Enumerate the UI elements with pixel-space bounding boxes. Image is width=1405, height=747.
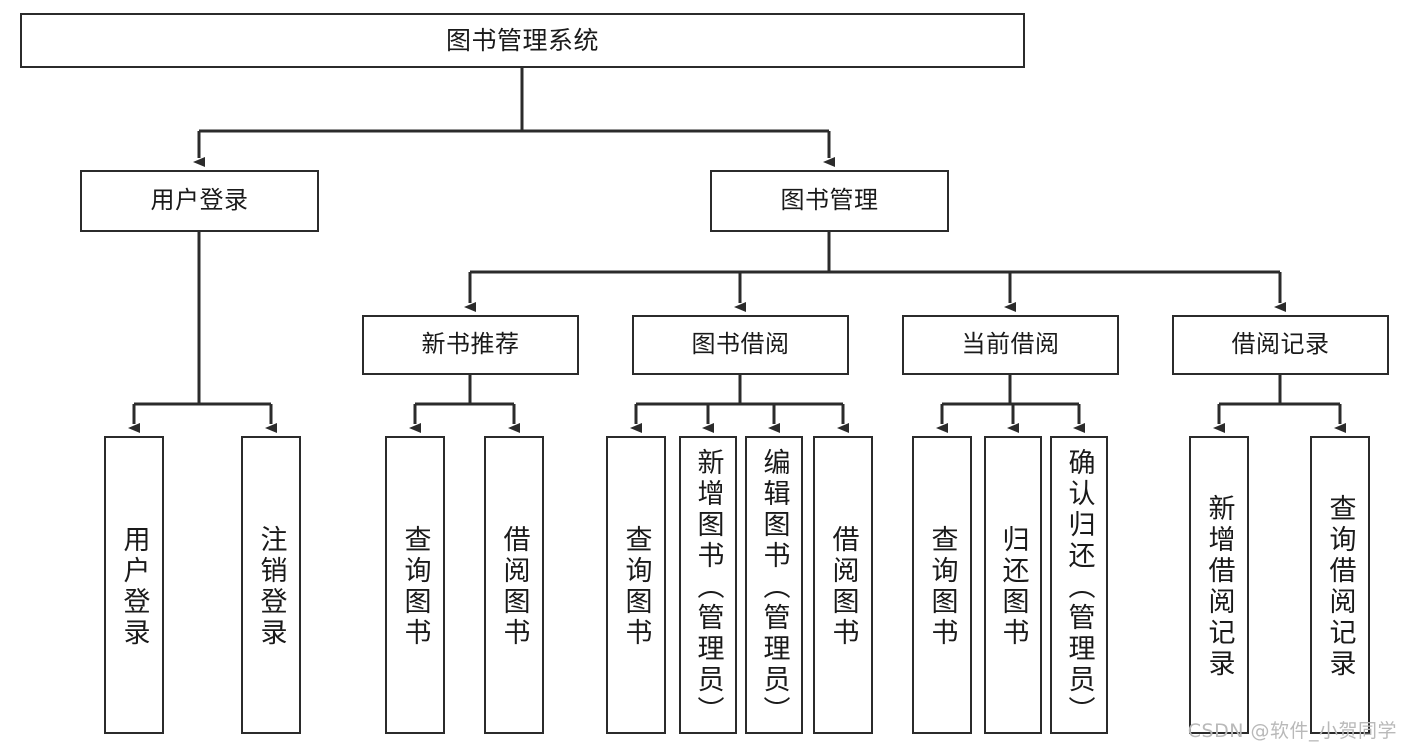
node-user-login[interactable]: 用户登录 bbox=[80, 170, 319, 232]
node-borrow-record-label: 借阅记录 bbox=[1231, 330, 1330, 359]
node-leaf-confirm-return-admin[interactable]: 确认归还（管理员） bbox=[1050, 436, 1108, 734]
node-root[interactable]: 图书管理系统 bbox=[20, 13, 1025, 68]
node-leaf-borrow-book-bor-label: 借阅图书 bbox=[827, 525, 859, 649]
node-leaf-edit-book-admin[interactable]: 编辑图书（管理员） bbox=[745, 436, 803, 734]
node-leaf-add-book-admin[interactable]: 新增图书（管理员） bbox=[679, 436, 737, 734]
node-leaf-user-login-label: 用户登录 bbox=[118, 525, 150, 649]
node-leaf-confirm-return-admin-label: 确认归还（管理员） bbox=[1063, 447, 1095, 727]
node-leaf-query-book-cur[interactable]: 查询图书 bbox=[912, 436, 972, 734]
node-new-book-rec-label: 新书推荐 bbox=[421, 330, 520, 359]
node-leaf-borrow-book-bor[interactable]: 借阅图书 bbox=[813, 436, 873, 734]
node-current-borrow[interactable]: 当前借阅 bbox=[902, 315, 1119, 375]
node-leaf-borrow-book-rec[interactable]: 借阅图书 bbox=[484, 436, 544, 734]
node-book-manage-label: 图书管理 bbox=[780, 186, 879, 215]
node-borrow-record[interactable]: 借阅记录 bbox=[1172, 315, 1389, 375]
node-book-manage[interactable]: 图书管理 bbox=[710, 170, 949, 232]
node-leaf-query-book-cur-label: 查询图书 bbox=[926, 525, 958, 649]
node-leaf-borrow-book-rec-label: 借阅图书 bbox=[498, 525, 530, 649]
node-new-book-rec[interactable]: 新书推荐 bbox=[362, 315, 579, 375]
node-book-borrow[interactable]: 图书借阅 bbox=[632, 315, 849, 375]
node-leaf-user-login[interactable]: 用户登录 bbox=[104, 436, 164, 734]
node-leaf-logout-label: 注销登录 bbox=[255, 525, 287, 649]
node-leaf-return-book[interactable]: 归还图书 bbox=[984, 436, 1042, 734]
node-leaf-add-borrow-record-label: 新增借阅记录 bbox=[1203, 494, 1235, 680]
node-current-borrow-label: 当前借阅 bbox=[961, 330, 1060, 359]
node-leaf-query-book-rec[interactable]: 查询图书 bbox=[385, 436, 445, 734]
node-leaf-query-book-bor[interactable]: 查询图书 bbox=[606, 436, 666, 734]
node-leaf-logout[interactable]: 注销登录 bbox=[241, 436, 301, 734]
node-leaf-query-borrow-record[interactable]: 查询借阅记录 bbox=[1310, 436, 1370, 734]
node-leaf-edit-book-admin-label: 编辑图书（管理员） bbox=[758, 447, 790, 727]
node-book-borrow-label: 图书借阅 bbox=[691, 330, 790, 359]
node-leaf-query-book-bor-label: 查询图书 bbox=[620, 525, 652, 649]
watermark: CSDN @软件_小贺同学 bbox=[1187, 720, 1397, 742]
node-root-label: 图书管理系统 bbox=[445, 26, 599, 55]
node-user-login-label: 用户登录 bbox=[150, 186, 249, 215]
node-leaf-return-book-label: 归还图书 bbox=[997, 525, 1029, 649]
node-leaf-add-borrow-record[interactable]: 新增借阅记录 bbox=[1189, 436, 1249, 734]
node-leaf-query-book-rec-label: 查询图书 bbox=[399, 525, 431, 649]
node-leaf-add-book-admin-label: 新增图书（管理员） bbox=[692, 447, 724, 727]
node-leaf-query-borrow-record-label: 查询借阅记录 bbox=[1324, 494, 1356, 680]
